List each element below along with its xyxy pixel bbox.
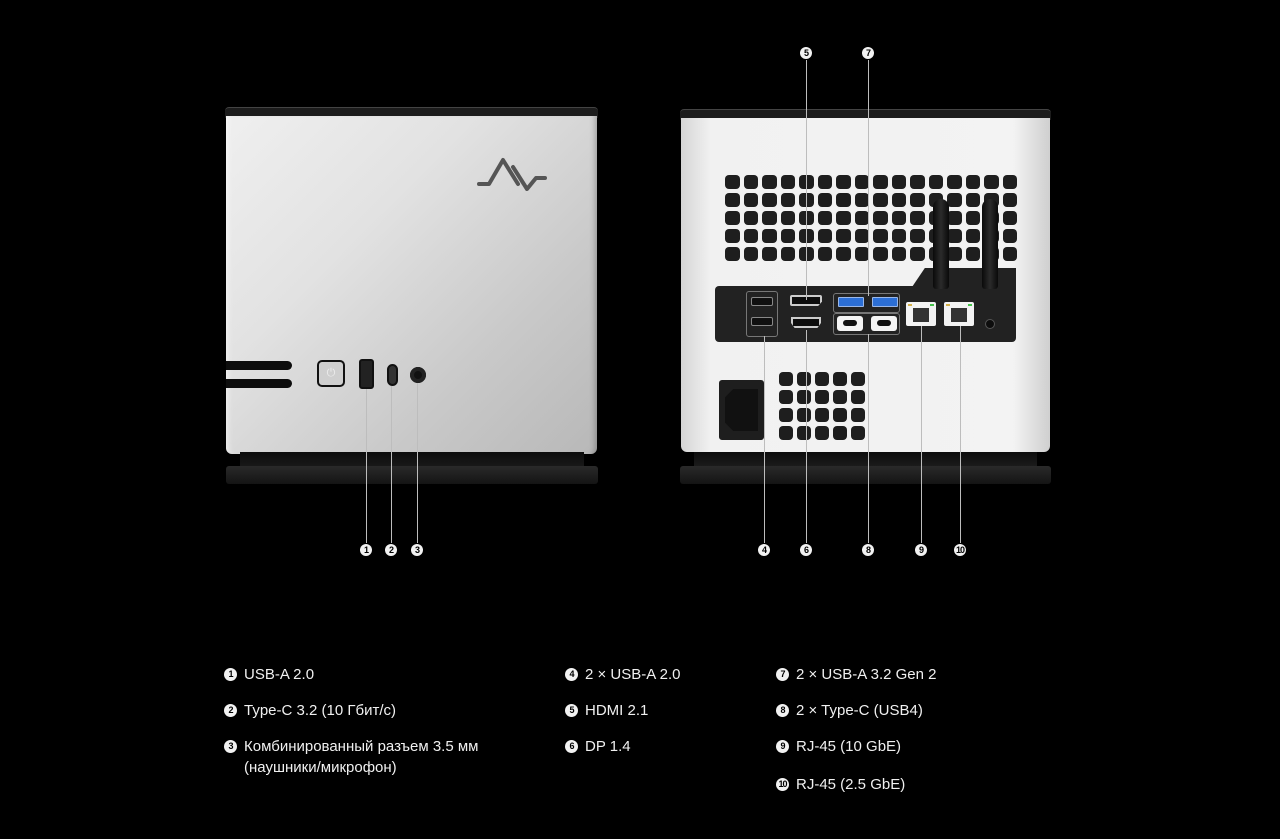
legend-label: RJ-45 (2.5 GbE) [796,776,906,793]
callout-line-9 [921,326,922,543]
callout-badge-10: 10 [954,544,966,556]
legend-label: Комбинированный разъем 3.5 мм (наушники/… [244,738,479,776]
legend-label: DP 1.4 [585,738,631,755]
legend-label: USB-A 2.0 [244,666,315,683]
legend-label: RJ-45 (10 GbE) [796,738,902,755]
legend-number-badge: 7 [776,668,789,681]
usb4-type-c-port [871,316,897,331]
callout-line-3 [417,383,418,543]
callout-line-4 [764,336,765,543]
usb-a-3-2-port [838,297,864,307]
front-vent-slot [226,379,292,388]
legend-label: 2 × USB-A 2.0 [585,666,681,683]
rj45-2-5gbe-port [944,302,974,326]
legend-number-badge: 3 [224,740,237,753]
legend-number-badge: 9 [776,740,789,753]
legend-item: 6 DP 1.4 [565,736,631,757]
legend-number-badge: 2 [224,704,237,717]
callout-line-6 [806,330,807,543]
legend-number-badge: 4 [565,668,578,681]
usb-a-2-group [746,291,778,337]
usb-a-3-group [833,293,900,313]
brand-logo-icon [477,158,547,191]
legend-number-badge: 8 [776,704,789,717]
front-usb-a-port [359,359,374,389]
legend-number-badge: 6 [565,740,578,753]
rear-audio-jack [985,319,995,329]
hdmi-port [791,317,821,328]
legend-item: 1 USB-A 2.0 [224,664,314,685]
front-stand-shadow [240,452,584,468]
legend-label: Type-C 3.2 (10 Гбит/с) [244,702,397,719]
legend-number-badge: 10 [776,778,789,791]
legend-item: 9 RJ-45 (10 GbE) [776,736,901,757]
legend-item: 8 2 × Type-C (USB4) [776,700,923,721]
ac-power-inlet [719,380,764,440]
callout-badge-4: 4 [758,544,770,556]
rear-top-cap [680,109,1051,120]
legend-label: HDMI 2.1 [585,702,649,719]
rear-io-panel [715,286,1016,342]
rear-usb-a-2-port [751,297,773,306]
front-stand [226,466,598,484]
legend-item: 3 Комбинированный разъем 3.5 мм (наушник… [224,736,479,778]
rear-stand [680,466,1051,484]
wifi-antenna-icon [933,199,949,289]
rj45-10gbe-port [906,302,936,326]
legend-item: 7 2 × USB-A 3.2 Gen 2 [776,664,937,685]
rear-usb-a-2-port [751,317,773,326]
legend-item: 4 2 × USB-A 2.0 [565,664,680,685]
callout-line-2 [391,386,392,543]
power-icon: ⏻ [326,367,336,379]
legend-label: 2 × Type-C (USB4) [796,702,923,719]
callout-line-8 [868,334,869,543]
wifi-antenna-icon [982,199,998,289]
usb4-group [833,313,900,335]
legend-item: 5 HDMI 2.1 [565,700,648,721]
callout-badge-5: 5 [800,47,812,59]
legend-number-badge: 5 [565,704,578,717]
callout-badge-8: 8 [862,544,874,556]
usb-a-3-2-port [872,297,898,307]
callout-badge-6: 6 [800,544,812,556]
legend-item: 10 RJ-45 (2.5 GbE) [776,774,905,795]
callout-line-10 [960,326,961,543]
rear-vent-grid-bottom [779,372,865,440]
front-audio-jack [410,367,426,383]
callout-badge-3: 3 [411,544,423,556]
callout-badge-7: 7 [862,47,874,59]
front-chassis [226,116,597,454]
callout-badge-9: 9 [915,544,927,556]
legend-label: 2 × USB-A 3.2 Gen 2 [796,666,937,683]
callout-line-7 [868,60,869,296]
rear-vent-grid-top [725,175,1017,261]
legend-number-badge: 1 [224,668,237,681]
callout-badge-2: 2 [385,544,397,556]
callout-line-1 [366,389,367,543]
front-vent-slot [226,361,292,370]
rear-stand-shadow [694,452,1037,468]
front-usb-c-port [387,364,398,386]
legend-item: 2 Type-C 3.2 (10 Гбит/с) [224,700,396,721]
callout-badge-1: 1 [360,544,372,556]
power-button[interactable]: ⏻ [317,360,345,387]
usb4-type-c-port [837,316,863,331]
callout-line-5 [806,60,807,300]
front-top-cap [225,107,598,118]
